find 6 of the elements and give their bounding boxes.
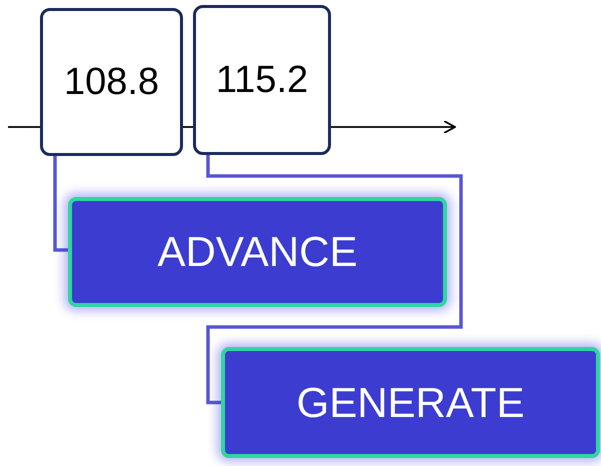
value-box: 108.8 [40,8,183,156]
step-box: GENERATE [221,347,600,458]
connector-line [206,155,463,404]
connector-line [53,156,68,252]
value-box: 115.2 [193,5,331,155]
step-box: ADVANCE [68,197,447,307]
